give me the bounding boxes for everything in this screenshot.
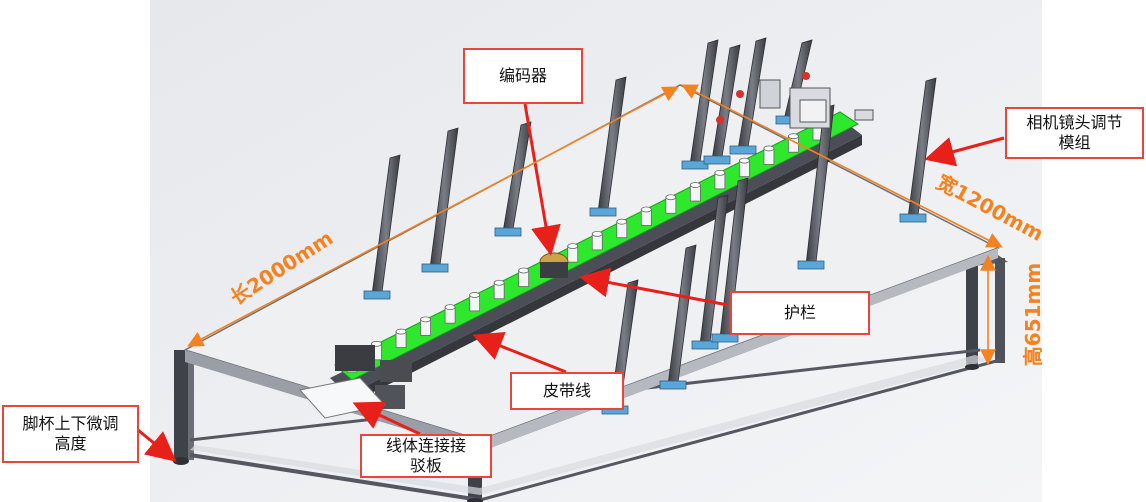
product-bottle bbox=[420, 316, 431, 336]
callout-guardrail: 护栏 bbox=[730, 291, 870, 335]
product-bottle bbox=[518, 267, 530, 287]
arrow-plate bbox=[352, 401, 421, 436]
product-bottle bbox=[444, 304, 456, 324]
dimension-lines bbox=[187, 84, 1003, 366]
product-bottle bbox=[493, 279, 505, 300]
product-bottle bbox=[616, 218, 628, 239]
product-bottle bbox=[763, 145, 775, 165]
callout-foot-cup: 脚杯上下微调 高度 bbox=[2, 405, 139, 463]
product-bottle bbox=[739, 157, 750, 178]
callout-belt-line: 皮带线 bbox=[510, 372, 624, 410]
product-bottle bbox=[591, 230, 603, 251]
product-bottle bbox=[689, 182, 701, 202]
product-bottle bbox=[469, 292, 481, 312]
product-bottle bbox=[395, 328, 407, 348]
dim-height-label: 高651mm bbox=[1021, 262, 1046, 367]
callout-encoder: 编码器 bbox=[463, 48, 583, 104]
product-bottle bbox=[665, 194, 677, 214]
encoder bbox=[539, 252, 569, 278]
callout-connect-plate: 线体连接接 驳板 bbox=[360, 434, 492, 478]
dim-width-line bbox=[681, 84, 1003, 248]
arrow-foot bbox=[137, 428, 177, 462]
product-bottle bbox=[640, 206, 652, 226]
dim-length-line bbox=[187, 86, 679, 347]
callout-camera-module: 相机镜头调节 模组 bbox=[1005, 107, 1144, 159]
product-bottle bbox=[714, 169, 726, 190]
product-bottle bbox=[567, 243, 579, 263]
